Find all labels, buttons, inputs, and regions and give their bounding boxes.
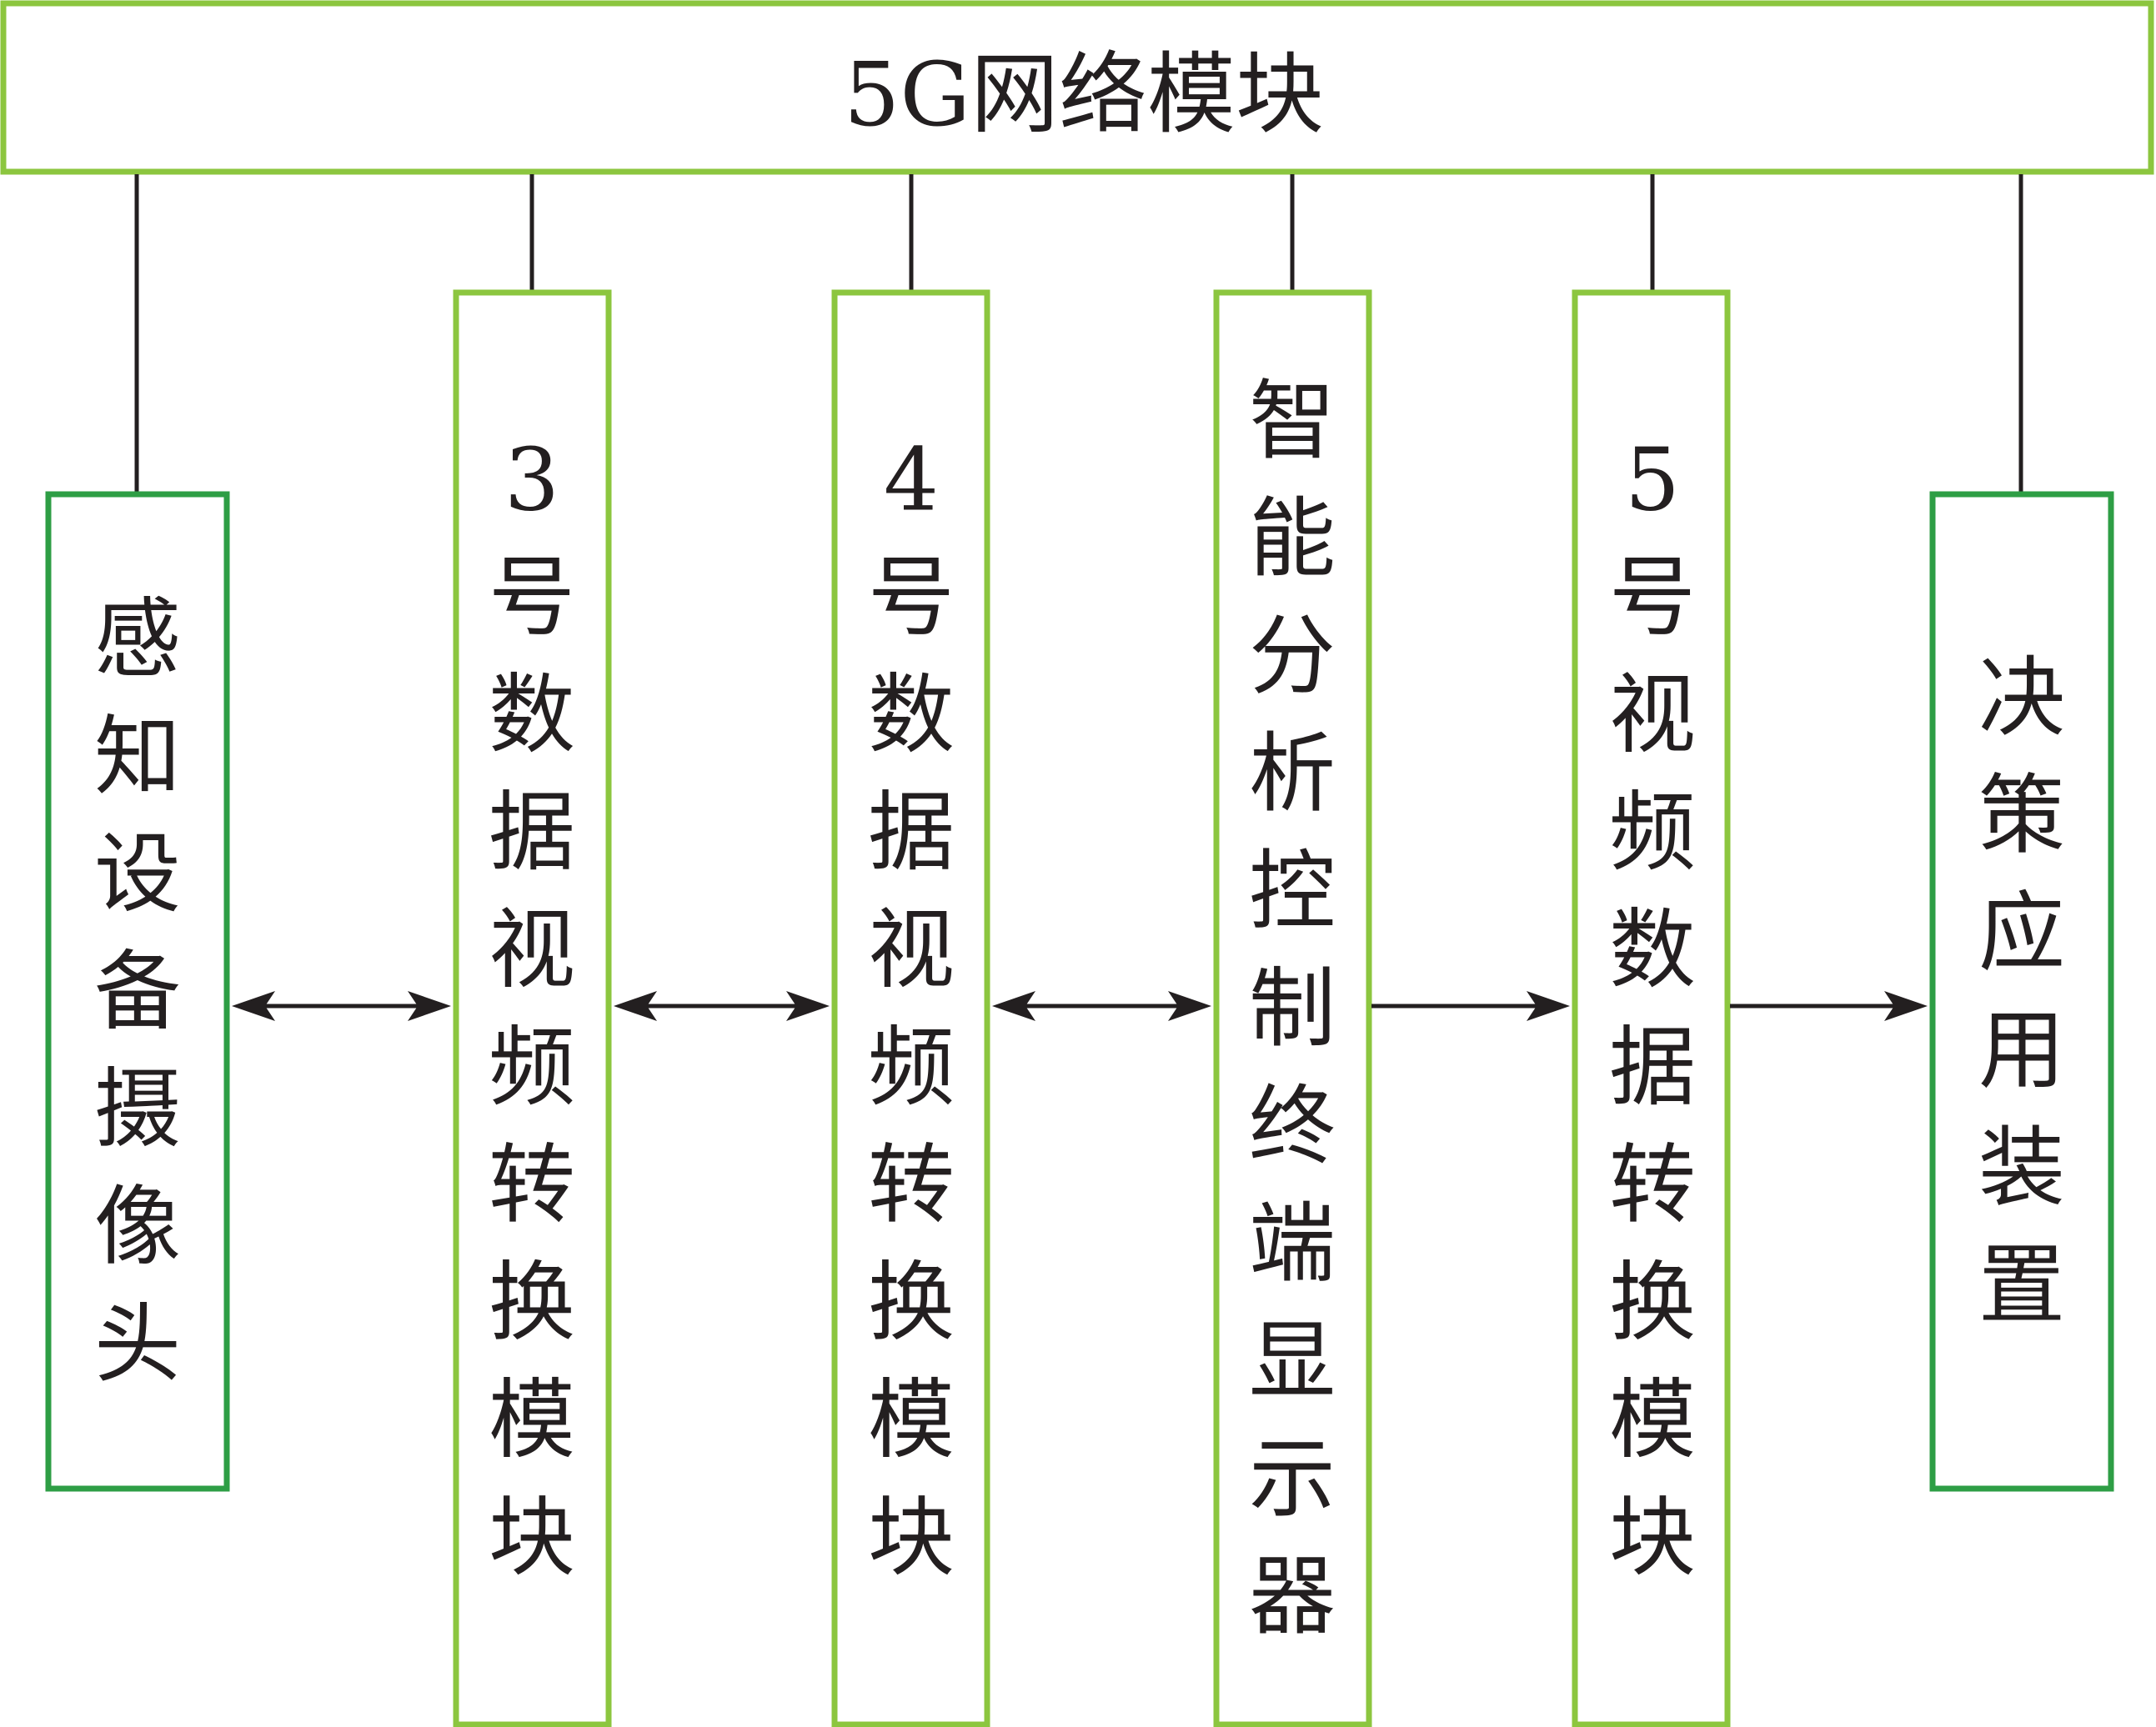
module-label-char: 视 [868, 899, 955, 1001]
module-label-char: 转 [489, 1134, 575, 1236]
arrowhead-right [1527, 991, 1570, 1021]
module-label: 智能分析控制终端显示器 [1249, 370, 1336, 1647]
module-label-char: 析 [1249, 723, 1336, 824]
module-links [232, 991, 1928, 1021]
arrowhead-left [232, 991, 275, 1021]
module-label-char: 号 [489, 547, 575, 648]
module-conv4: 4 号数据视频转换模块 [831, 289, 990, 1727]
module-conv5: 5 号视频数据转换模块 [1572, 289, 1731, 1727]
module-label-char: 策 [1978, 764, 2065, 866]
module-box [1213, 289, 1372, 1727]
module-label-char: 据 [1609, 1017, 1696, 1119]
module-label-char: 终 [1249, 1075, 1336, 1177]
arrowhead-right [1168, 991, 1211, 1021]
network-connectors [134, 174, 2023, 493]
module-label-char: 应 [1978, 882, 2065, 984]
module-label-char: 制 [1249, 958, 1336, 1059]
module-label-char: 数 [489, 664, 575, 766]
module-label-char: 分 [1249, 605, 1336, 707]
module-label-char: 置 [1978, 1234, 2065, 1336]
module-label-char: 号 [868, 547, 955, 648]
module-label-char: 换 [868, 1252, 955, 1354]
module-label-char: 频 [489, 1017, 575, 1119]
module-label-char: 示 [1249, 1428, 1336, 1529]
arrowhead-right [408, 991, 451, 1021]
module-label-char: 视 [1609, 664, 1696, 766]
module-label-char: 智 [1249, 370, 1336, 472]
module-label-char: 显 [1249, 1310, 1336, 1412]
module-label-char: 4 [884, 429, 939, 531]
arrowhead-right [1884, 991, 1928, 1021]
module-label-char: 频 [1609, 782, 1696, 884]
module-label-char: 据 [868, 782, 955, 884]
module-label-char: 知 [94, 706, 181, 808]
module-label-char: 块 [868, 1487, 955, 1589]
module-label-char: 装 [1978, 1117, 2065, 1219]
module-label-char: 能 [1249, 488, 1336, 589]
module-label-char: 设 [94, 823, 181, 925]
module-label-char: 像 [94, 1176, 181, 1278]
module-label-char: 数 [1609, 899, 1696, 1001]
module-label-char: 模 [489, 1369, 575, 1471]
module-label-char: 块 [489, 1487, 575, 1589]
module-label-char: 频 [868, 1017, 955, 1119]
network-module-box [0, 0, 2154, 175]
module-label-char: 端 [1249, 1193, 1336, 1294]
module-label-char: 器 [1249, 1545, 1336, 1647]
module-box [453, 289, 612, 1727]
module-label-char: 号 [1609, 547, 1696, 648]
module-label-char: 换 [1609, 1252, 1696, 1354]
module-label-char: 模 [1609, 1369, 1696, 1471]
module-label-char: 模 [868, 1369, 955, 1471]
module-label-char: 数 [868, 664, 955, 766]
module-label-char: 换 [489, 1252, 575, 1354]
module-label-char: 感 [94, 588, 181, 690]
module-label-char: 5 [1625, 429, 1680, 531]
module-conv3: 3 号数据视频转换模块 [453, 289, 612, 1727]
module-box [1929, 491, 2114, 1492]
module-label: 5 号视频数据转换模块 [1609, 429, 1696, 1589]
module-label-char: 转 [1609, 1134, 1696, 1236]
module-label-char: 据 [489, 782, 575, 884]
arrowhead-left [614, 991, 657, 1021]
arrowhead-left [992, 991, 1035, 1021]
module-label-char: 块 [1609, 1487, 1696, 1589]
module-decision: 决策应用装置 [1929, 491, 2114, 1492]
network-module-label: 5G网络模块 [844, 43, 1324, 146]
module-label: 感知设备摄像头 [94, 588, 181, 1395]
module-label-char: 决 [1978, 647, 2065, 748]
arrowhead-right [786, 991, 830, 1021]
module-box [831, 289, 990, 1727]
module-camera: 感知设备摄像头 [45, 491, 230, 1492]
module-label-char: 用 [1978, 999, 2065, 1101]
module-label: 3 号数据视频转换模块 [489, 429, 575, 1589]
module-label-char: 控 [1249, 840, 1336, 942]
module-terminal: 智能分析控制终端显示器 [1213, 289, 1372, 1727]
module-label: 4 号数据视频转换模块 [868, 429, 955, 1589]
module-label-char: 摄 [94, 1059, 181, 1160]
network-module: 5G网络模块 [0, 0, 2154, 175]
module-box [45, 491, 230, 1492]
module-label: 决策应用装置 [1978, 647, 2065, 1336]
module-box [1572, 289, 1731, 1727]
module-label-char: 备 [94, 941, 181, 1043]
module-label-char: 头 [94, 1294, 181, 1395]
module-label-char: 转 [868, 1134, 955, 1236]
module-label-char: 3 [504, 429, 559, 531]
module-label-char: 视 [489, 899, 575, 1001]
